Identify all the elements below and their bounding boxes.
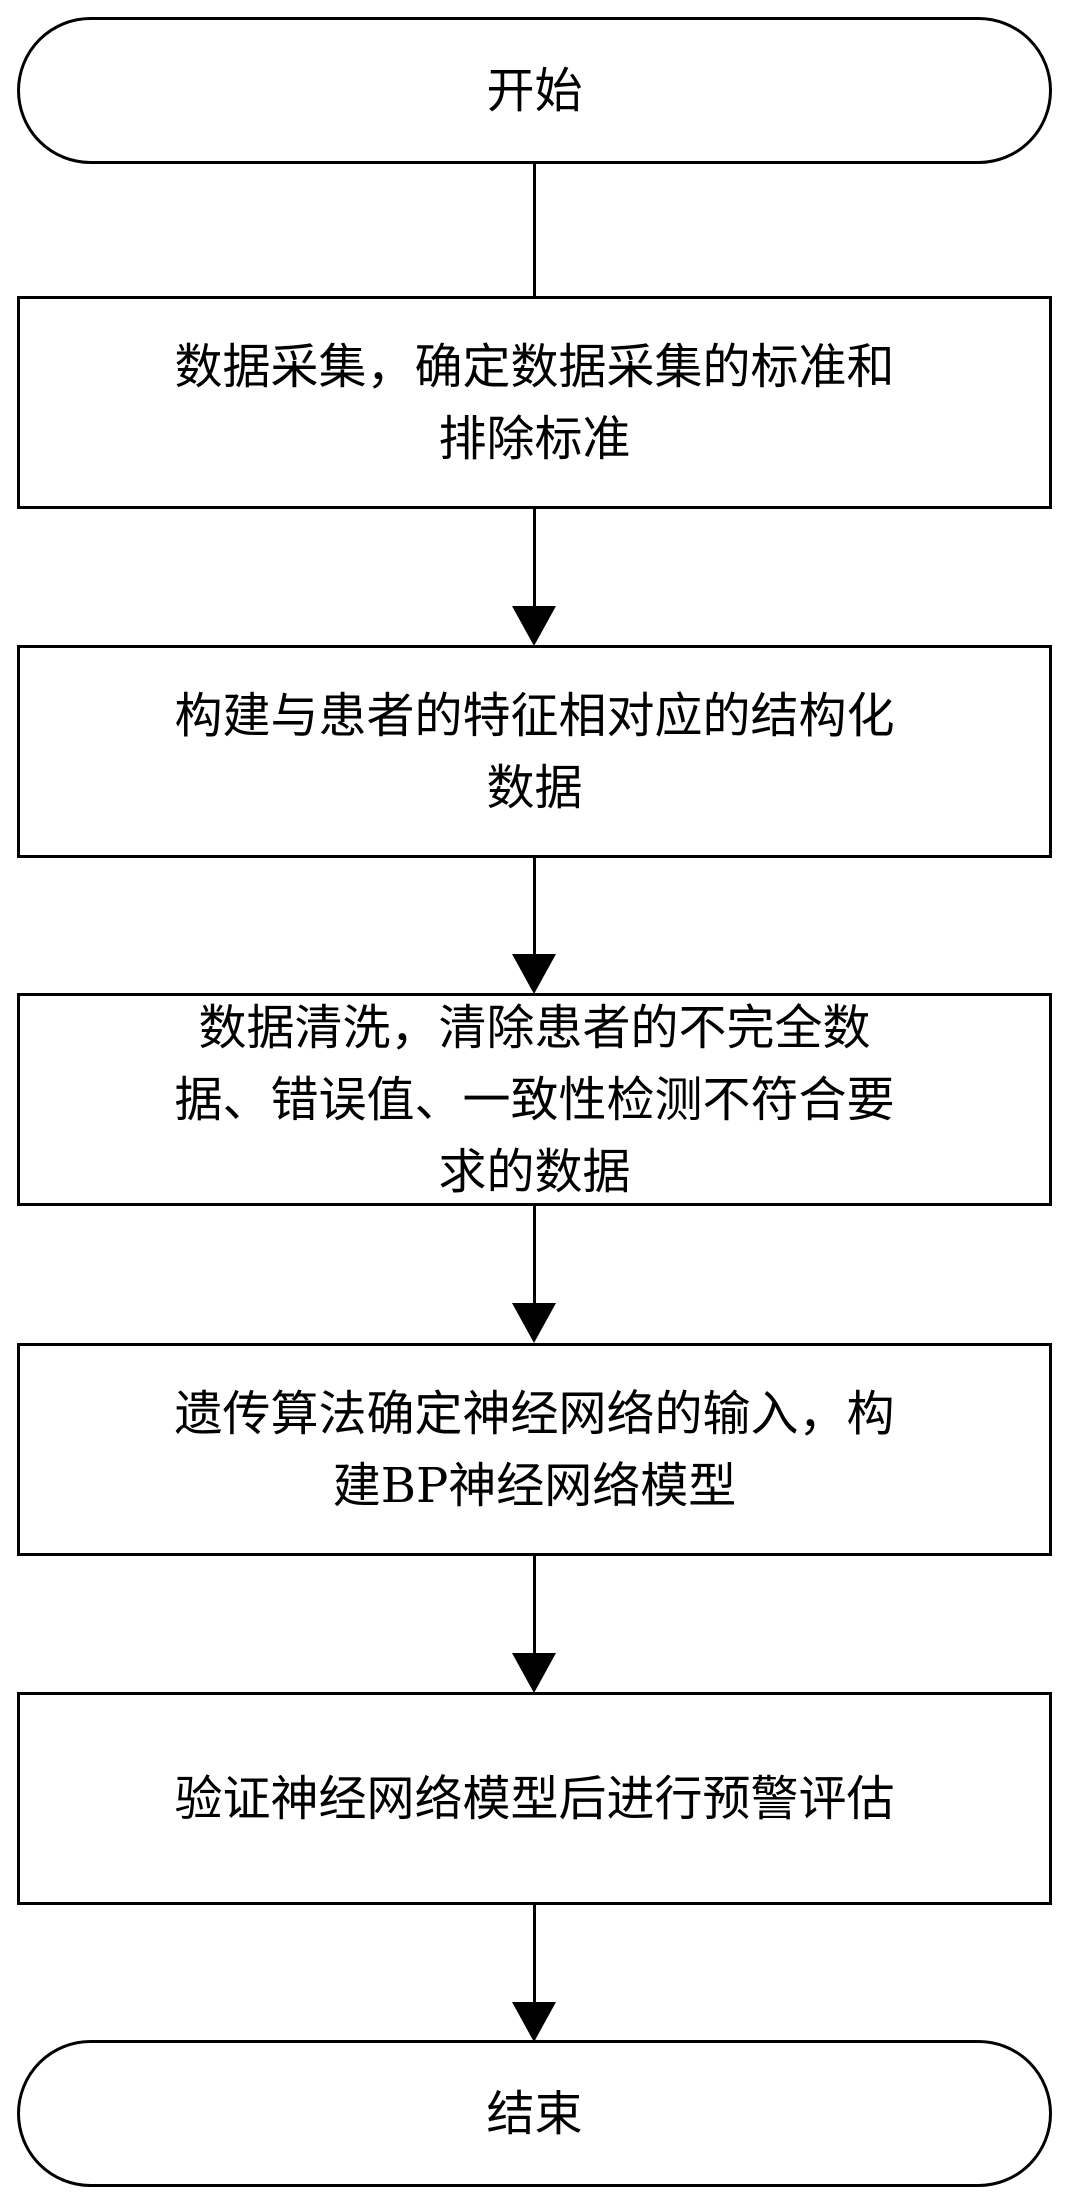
step-5-node: 验证神经网络模型后进行预警评估: [17, 1692, 1052, 1905]
start-node-label: 开始: [20, 55, 1049, 127]
step-4-node: 遗传算法确定神经网络的输入，构 建BP神经网络模型: [17, 1343, 1052, 1556]
step-4-label: 遗传算法确定神经网络的输入，构 建BP神经网络模型: [20, 1378, 1049, 1522]
step-3-node: 数据清洗，清除患者的不完全数 据、错误值、一致性检测不符合要 求的数据: [17, 993, 1052, 1206]
step-2-node: 构建与患者的特征相对应的结构化 数据: [17, 645, 1052, 858]
step-3-label: 数据清洗，清除患者的不完全数 据、错误值、一致性检测不符合要 求的数据: [20, 992, 1049, 1208]
end-node: 结束: [17, 2040, 1052, 2187]
step-5-label: 验证神经网络模型后进行预警评估: [20, 1763, 1049, 1835]
step-1-node: 数据采集，确定数据采集的标准和 排除标准: [17, 296, 1052, 509]
step-2-label: 构建与患者的特征相对应的结构化 数据: [20, 680, 1049, 824]
end-node-label: 结束: [20, 2078, 1049, 2150]
step-1-label: 数据采集，确定数据采集的标准和 排除标准: [20, 331, 1049, 475]
start-node: 开始: [17, 17, 1052, 164]
